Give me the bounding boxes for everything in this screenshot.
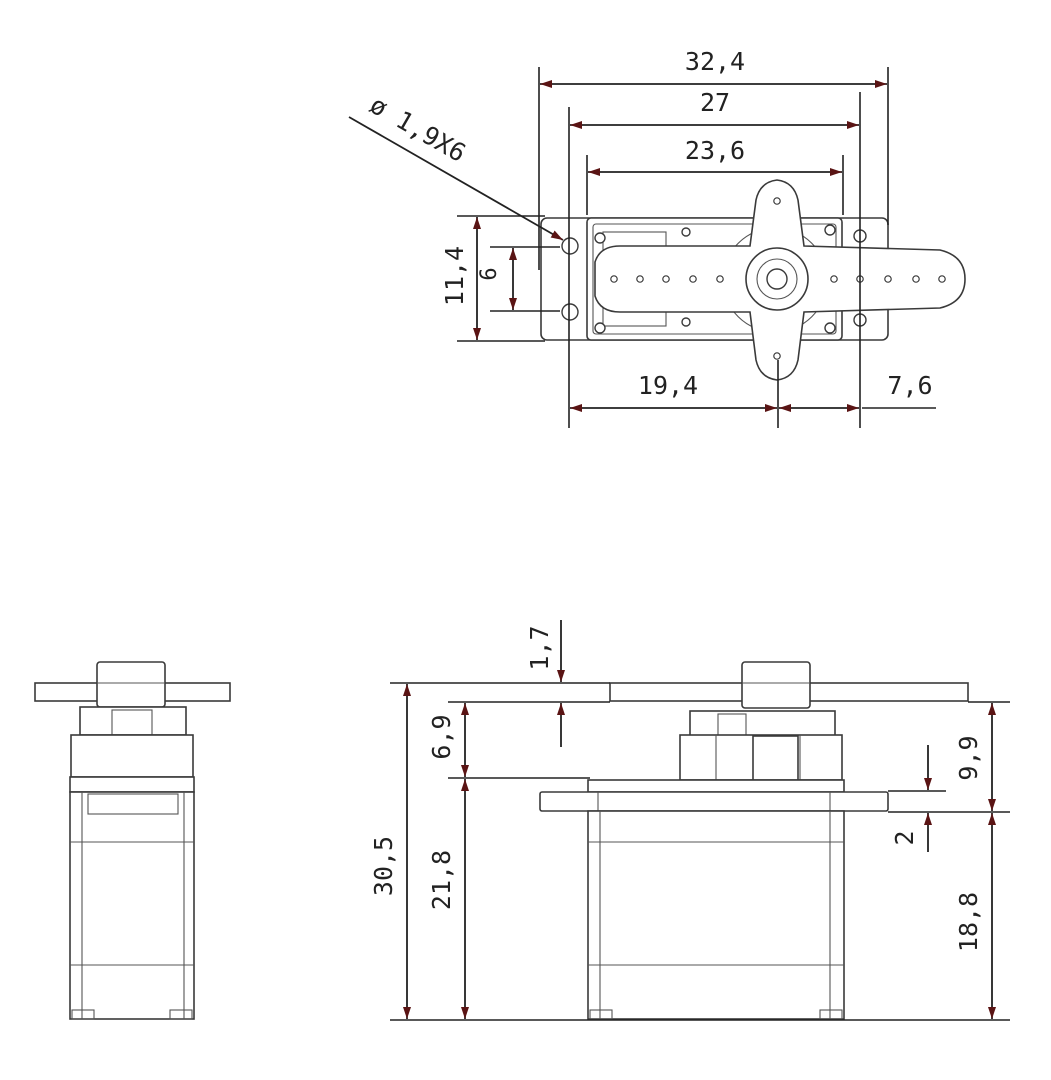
top-view xyxy=(540,179,966,381)
screw-icon xyxy=(681,227,691,237)
screw-icon xyxy=(594,322,606,334)
side-view-shaft-collar xyxy=(79,706,187,736)
front-view-dimension-lines xyxy=(403,620,996,1019)
mounting-hole xyxy=(561,237,579,255)
hole-leader-line xyxy=(348,116,564,241)
dim-label-32-4: 32,4 xyxy=(685,47,745,76)
dim-label-19-4: 19,4 xyxy=(638,371,698,400)
screw-icon xyxy=(824,322,836,334)
output-shaft xyxy=(766,268,788,290)
front-view-extension-lines xyxy=(390,682,1010,1021)
front-view-shaft-collar xyxy=(689,710,836,737)
side-view-body xyxy=(69,791,195,1020)
dim-label-18-8: 18,8 xyxy=(954,892,983,952)
mounting-hole xyxy=(561,303,579,321)
screw-icon xyxy=(824,224,836,236)
side-view-hub xyxy=(96,661,166,708)
front-view-body xyxy=(587,810,845,1020)
dim-label-21-8: 21,8 xyxy=(427,850,456,910)
dim-label-6: 6 xyxy=(477,267,502,280)
dim-label-2: 2 xyxy=(890,830,919,845)
dim-label-27: 27 xyxy=(700,88,730,117)
top-view-dimension-lines xyxy=(348,80,887,412)
dim-label-7-6: 7,6 xyxy=(887,371,932,400)
front-view-flange xyxy=(539,791,889,812)
dim-label-9-9: 9,9 xyxy=(954,735,983,780)
top-view-extension-lines xyxy=(457,67,936,428)
dim-label-1-7: 1,7 xyxy=(525,625,554,670)
screw-icon xyxy=(594,232,606,244)
dim-label-11-4: 11,4 xyxy=(440,246,469,306)
dim-label-30-5: 30,5 xyxy=(369,836,398,896)
screw-icon xyxy=(681,317,691,327)
output-hub-ring xyxy=(756,258,798,300)
front-view-hub xyxy=(741,661,811,709)
dim-label-6-9: 6,9 xyxy=(427,714,456,759)
front-view-case-top xyxy=(587,779,845,793)
dim-label-23-6: 23,6 xyxy=(685,136,745,165)
side-view-flange xyxy=(69,776,195,793)
front-view-labels: 1,7 6,9 30,5 21,8 9,9 2 18,8 xyxy=(369,625,983,952)
side-view-gear-top xyxy=(70,734,194,778)
front-view-gear-notch xyxy=(752,735,799,781)
front-view xyxy=(539,661,969,1020)
side-view xyxy=(34,661,231,1020)
